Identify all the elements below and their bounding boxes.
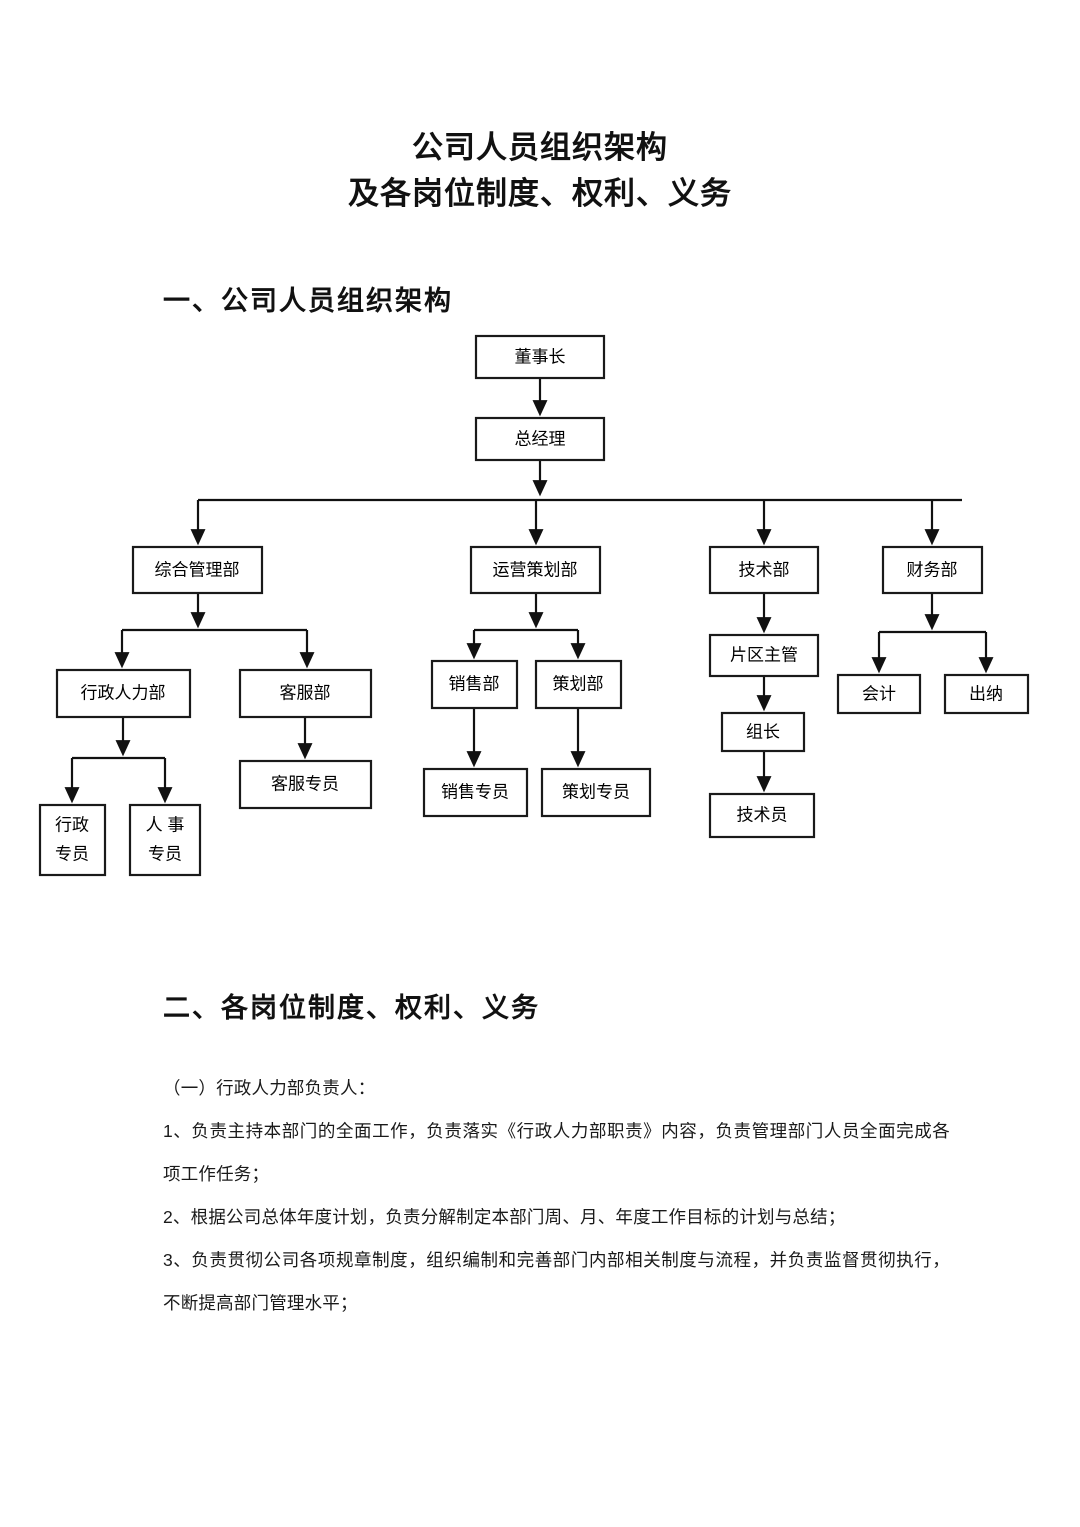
node-label-planning-dept: 策划部 (553, 674, 604, 693)
node-cs-specialist[interactable]: 客服专员 (238, 759, 373, 810)
node-sales-dept[interactable]: 销售部 (430, 659, 519, 710)
node-label-chairman: 董事长 (515, 347, 566, 366)
node-label-admin-mgmt-dept: 综合管理部 (155, 560, 240, 579)
node-planning-dept[interactable]: 策划部 (534, 659, 623, 710)
node-area-supervisor[interactable]: 片区主管 (708, 633, 820, 678)
node-label-planning-specialist: 策划专员 (562, 782, 630, 801)
duties-group-heading: （一）行政人力部负责人： (163, 1078, 376, 1098)
node-label-ops-plan-dept: 运营策划部 (493, 560, 578, 579)
node-finance-dept[interactable]: 财务部 (881, 545, 984, 595)
node-admin-specialist[interactable]: 行政 专员 (38, 803, 107, 877)
node-label-team-leader: 组长 (746, 722, 780, 741)
duties-item-2: 2、根据公司总体年度计划，负责分解制定本部门周、月、年度工作目标的计划与总结； (163, 1207, 846, 1227)
node-sales-specialist[interactable]: 销售专员 (422, 767, 529, 818)
node-label-admin-specialist-line-2: 专员 (55, 844, 89, 863)
node-ops-plan-dept[interactable]: 运营策划部 (469, 545, 602, 595)
node-tech-dept[interactable]: 技术部 (708, 545, 820, 595)
node-hr-specialist[interactable]: 人 事 专员 (128, 803, 202, 877)
duties-item-3: 3、负责贯彻公司各项规章制度，组织编制和完善部门内部相关制度与流程，并负责监督贯… (163, 1250, 950, 1313)
org-chart-connectors (64, 378, 994, 804)
node-hr-admin-dept[interactable]: 行政人力部 (55, 668, 192, 719)
node-label-tech-dept: 技术部 (739, 560, 790, 579)
section-heading-post-duties: 二、各岗位制度、权利、义务 (163, 993, 540, 1023)
node-label-cs-specialist: 客服专员 (271, 774, 339, 793)
node-label-sales-dept: 销售部 (449, 674, 500, 693)
node-label-general-manager: 总经理 (515, 429, 566, 448)
node-team-leader[interactable]: 组长 (720, 711, 806, 753)
org-chart: 董事长 总经理 综合管理部 运营策划部 技术部 (0, 328, 1080, 908)
node-label-admin-specialist-line-1: 行政 (55, 815, 89, 834)
node-label-hr-specialist-line-1: 人 事 (146, 815, 185, 834)
node-planning-specialist[interactable]: 策划专员 (540, 767, 652, 818)
org-chart-svg: 董事长 总经理 综合管理部 运营策划部 技术部 (38, 334, 1030, 877)
org-chart-nodes: 董事长 总经理 综合管理部 运营策划部 技术部 (38, 334, 1030, 877)
node-chairman[interactable]: 董事长 (474, 334, 606, 380)
node-admin-mgmt-dept[interactable]: 综合管理部 (131, 545, 264, 595)
node-general-manager[interactable]: 总经理 (474, 416, 606, 462)
node-technician[interactable]: 技术员 (708, 792, 816, 839)
node-label-sales-specialist: 销售专员 (441, 782, 509, 801)
section-heading-org-structure: 一、公司人员组织架构 (163, 286, 453, 316)
node-label-area-supervisor: 片区主管 (730, 645, 798, 664)
page-title: 公司人员组织架构 及各岗位制度、权利、义务 (0, 0, 1080, 217)
node-label-technician: 技术员 (737, 805, 788, 824)
page-title-line-2: 及各岗位制度、权利、义务 (348, 176, 732, 211)
node-label-hr-specialist-line-2: 专员 (148, 844, 182, 863)
node-label-cashier: 出纳 (969, 684, 1003, 703)
node-customer-service-dept[interactable]: 客服部 (238, 668, 373, 719)
node-cashier[interactable]: 出纳 (943, 673, 1030, 715)
node-label-customer-service-dept: 客服部 (280, 683, 331, 702)
duties-item-1: 1、负责主持本部门的全面工作，负责落实《行政人力部职责》内容，负责管理部门人员全… (163, 1121, 950, 1184)
node-label-finance-dept: 财务部 (907, 560, 958, 579)
page-title-line-1: 公司人员组织架构 (412, 130, 668, 165)
duties-body: （一）行政人力部负责人： 1、负责主持本部门的全面工作，负责落实《行政人力部职责… (163, 1067, 950, 1325)
node-label-accountant: 会计 (862, 684, 896, 703)
node-accountant[interactable]: 会计 (836, 673, 922, 715)
node-label-hr-admin-dept: 行政人力部 (81, 683, 166, 702)
section-block-post-duties: 二、各岗位制度、权利、义务 （一）行政人力部负责人： 1、负责主持本部门的全面工… (0, 986, 1080, 1325)
